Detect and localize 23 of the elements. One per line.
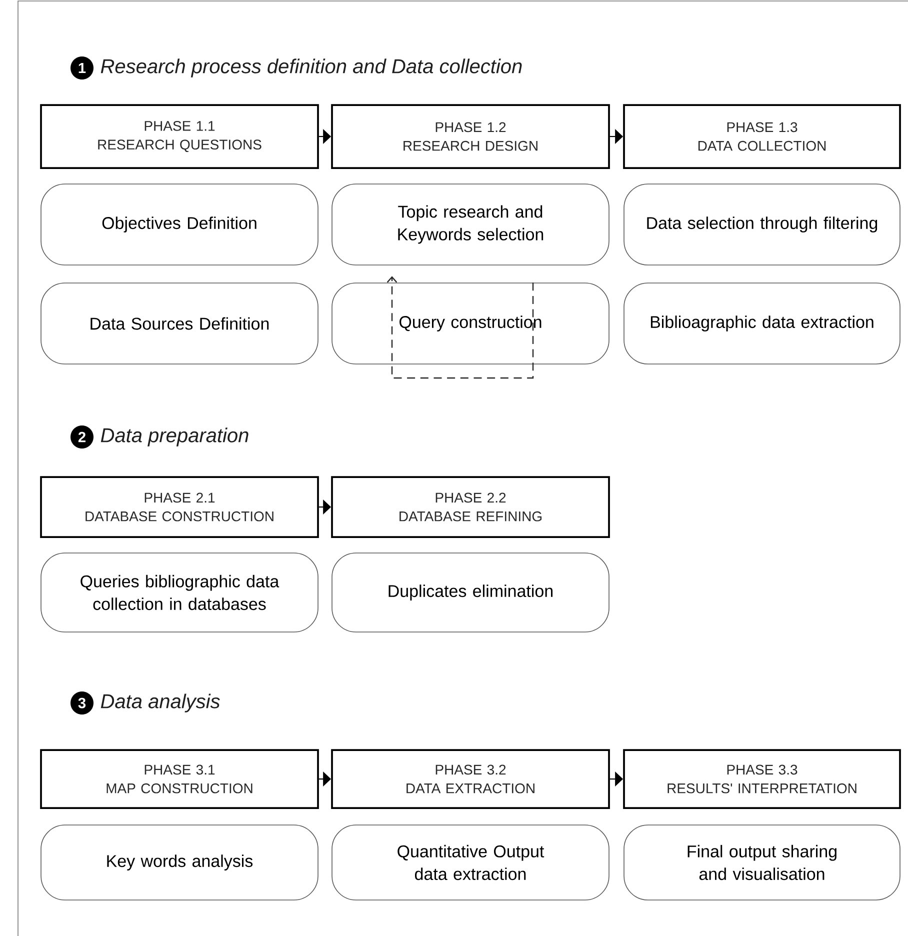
process-box: Duplicates elimination xyxy=(332,552,610,632)
process-box: Biblioagraphic data extraction xyxy=(624,282,900,364)
process-box: Queries bibliographic data collection in databases xyxy=(40,552,318,632)
phase-box: PHASE 2.1 DATABASE CONSTRUCTION xyxy=(40,476,319,538)
phase-box: PHASE 1.1 RESEARCH QUESTIONS xyxy=(40,104,319,169)
section-heading: Data preparation xyxy=(100,428,248,446)
phase-box: PHASE 1.2 RESEARCH DESIGN xyxy=(331,104,610,169)
section-heading: Data analysis xyxy=(100,694,220,712)
process-box: Data selection through filtering xyxy=(624,184,900,266)
process-box: Topic research and Keywords selection xyxy=(332,184,610,266)
process-box: Data Sources Definition xyxy=(40,282,318,364)
feedback-arrow xyxy=(386,276,534,379)
process-box: Query construction xyxy=(332,282,610,364)
phase-box: PHASE 3.1 MAP CONSTRUCTION xyxy=(40,749,319,809)
section-heading: Research process definition and Data collection xyxy=(100,58,522,78)
phase-box: PHASE 3.3 RESULTS' INTERPRETATION xyxy=(623,749,901,809)
process-box: Quantitative Output data extraction xyxy=(332,824,610,900)
process-box: Key words analysis xyxy=(40,824,318,900)
phase-box: PHASE 1.3 DATA COLLECTION xyxy=(623,104,901,169)
phase-box: PHASE 3.2 DATA EXTRACTION xyxy=(331,749,610,809)
phase-box: PHASE 2.2 DATABASE REFINING xyxy=(331,476,610,538)
process-box: Final output sharing and visualisation xyxy=(624,824,900,900)
process-box: Objectives Definition xyxy=(40,184,318,266)
